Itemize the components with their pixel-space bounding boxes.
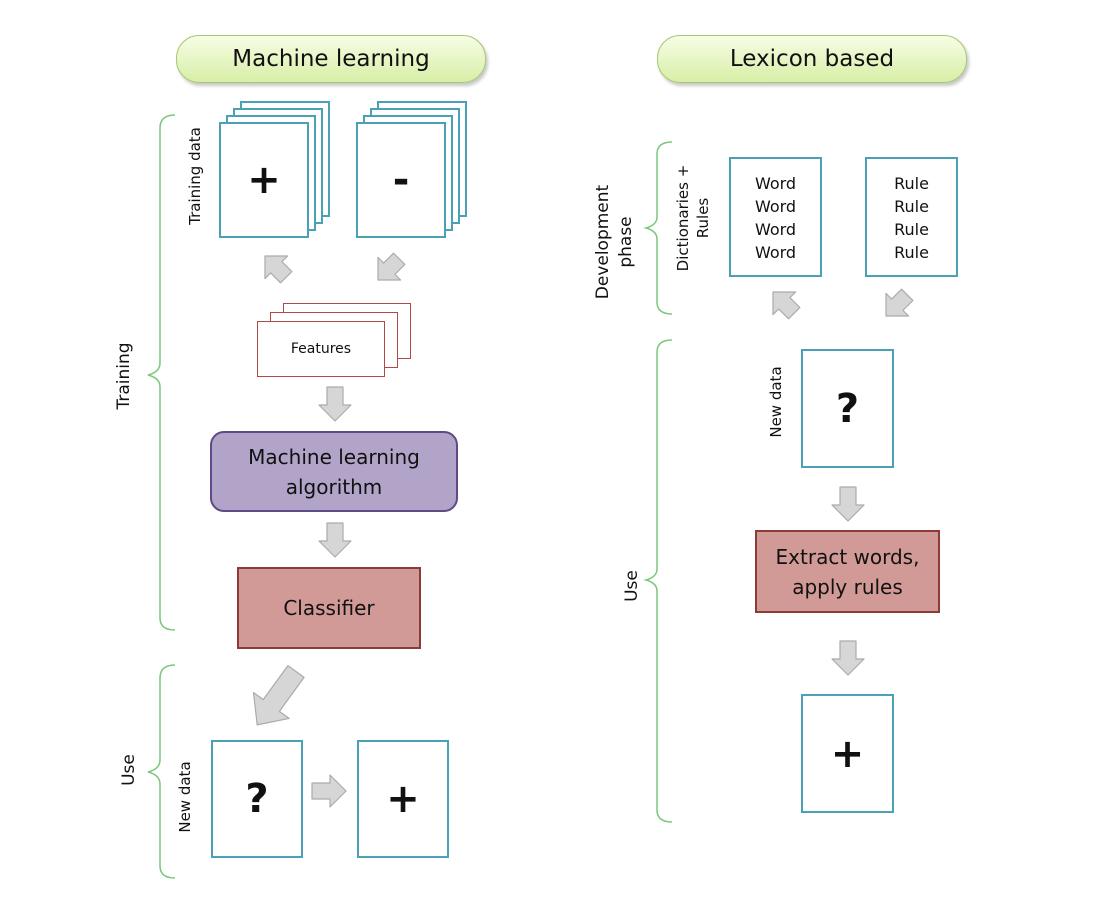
rule-item: Rule [894, 220, 929, 239]
right-new-data-label: New data [767, 366, 785, 438]
arrow-plus-to-features [264, 255, 293, 284]
dictionaries-rules-label: Dictionaries + Rules [673, 163, 713, 273]
arrow-words-to-newdata [772, 291, 801, 320]
development-bracket-label-text: Development phase [593, 184, 636, 300]
dictionary-card [729, 157, 822, 277]
left-result-symbol: + [386, 776, 420, 822]
rule-item: Rule [894, 174, 929, 193]
training-data-label: Training data [186, 127, 204, 225]
left-result-card [357, 740, 449, 858]
training-bracket [147, 114, 176, 631]
extract-words-box: Extract words, apply rules [755, 530, 940, 613]
left-new-data-card [211, 740, 303, 858]
positive-card [219, 122, 309, 238]
arrow-newdata-to-extract [831, 486, 865, 522]
word-item: Word [754, 220, 797, 239]
arrow-question-to-plus [311, 774, 347, 808]
right-use-bracket [643, 339, 673, 823]
training-bracket-label: Training [114, 342, 134, 410]
arrow-classifier-to-newdata [252, 665, 305, 726]
machine-learning-header-text: Machine learning [232, 46, 430, 72]
rules-card [865, 157, 958, 277]
dictionaries-rules-label-text: Dictionaries + Rules [674, 164, 712, 272]
negative-symbol: - [392, 157, 410, 203]
rule-item: Rule [894, 243, 929, 262]
left-use-bracket-label: Use [119, 754, 139, 786]
right-new-data-card [801, 349, 894, 468]
word-item: Word [754, 243, 797, 262]
development-bracket-label: Development phase [592, 182, 638, 302]
right-use-bracket-label: Use [622, 570, 642, 602]
arrow-algorithm-to-classifier [318, 522, 352, 558]
word-list: Word Word Word Word [729, 172, 822, 264]
right-result-card [801, 694, 894, 813]
word-item: Word [754, 197, 797, 216]
lexicon-based-header: Lexicon based [657, 35, 967, 83]
left-new-data-label: New data [176, 761, 194, 833]
features-label: Features [290, 341, 352, 357]
machine-learning-algorithm-box: Machine learning algorithm [210, 431, 458, 512]
rule-list: Rule Rule Rule Rule [865, 172, 958, 264]
positive-symbol: + [247, 157, 281, 203]
arrow-features-to-algorithm [318, 386, 352, 422]
word-item: Word [754, 174, 797, 193]
negative-card [356, 122, 446, 238]
development-bracket [643, 141, 673, 315]
right-question-symbol: ? [835, 385, 860, 432]
rule-item: Rule [894, 197, 929, 216]
classifier-box: Classifier [237, 567, 421, 649]
left-question-symbol: ? [245, 776, 269, 822]
machine-learning-header: Machine learning [176, 35, 486, 83]
lexicon-based-header-text: Lexicon based [729, 46, 895, 72]
right-result-symbol: + [830, 730, 865, 777]
features-card [257, 321, 385, 377]
arrow-rules-to-newdata [885, 288, 914, 317]
arrow-minus-to-features [377, 252, 406, 281]
arrow-extract-to-result [831, 640, 865, 676]
left-use-bracket [147, 664, 176, 879]
